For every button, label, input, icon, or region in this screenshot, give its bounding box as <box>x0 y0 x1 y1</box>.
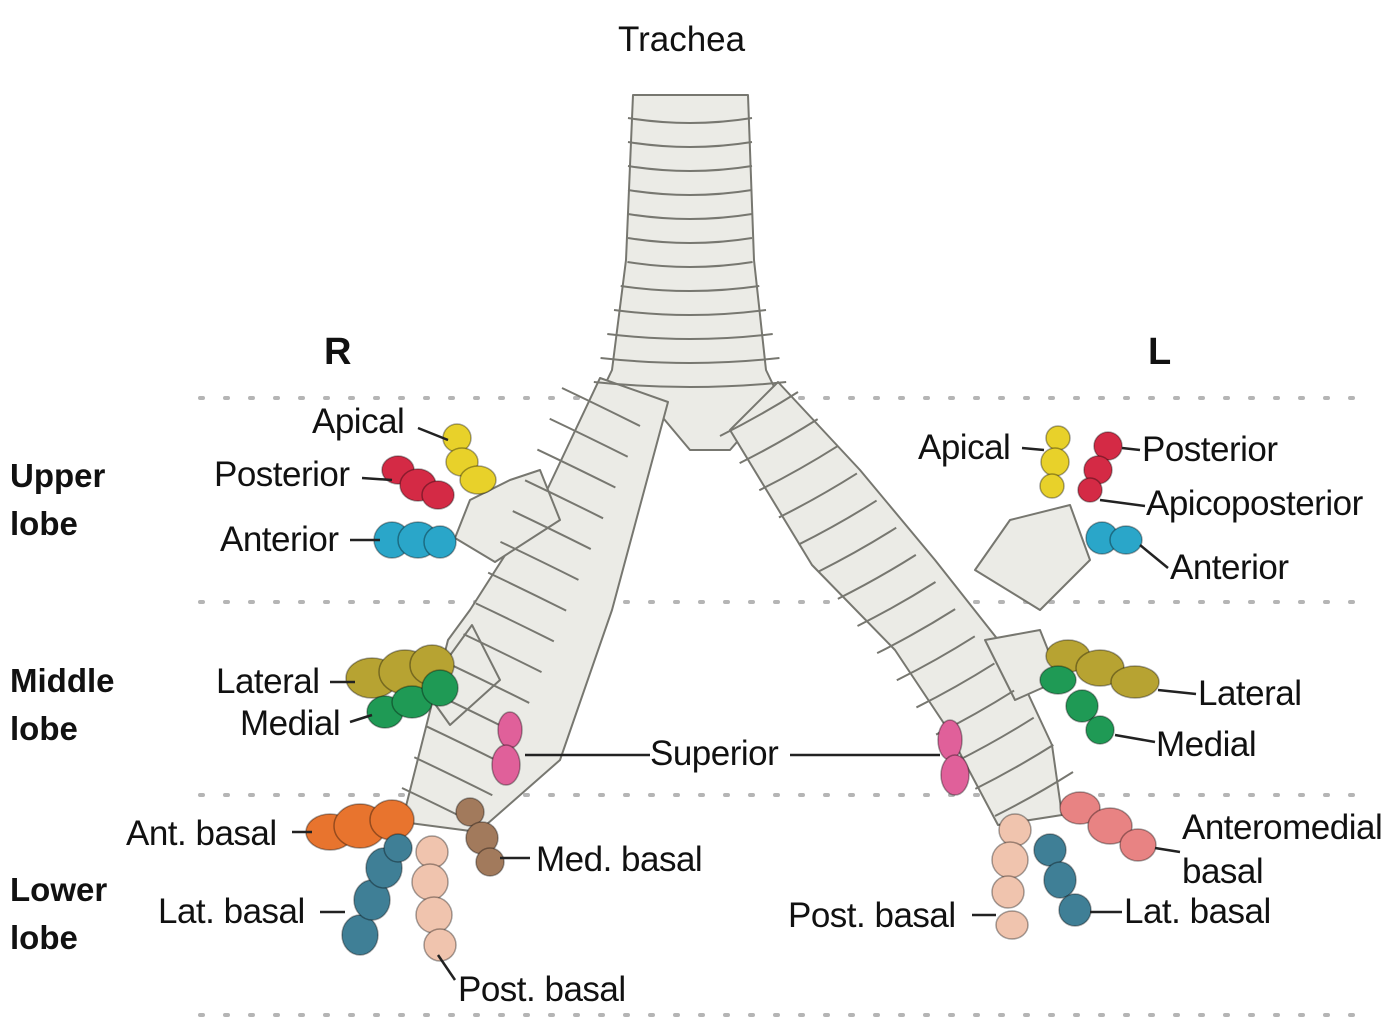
right-lat-basal-segment-part <box>342 915 378 955</box>
superior-right-segment-part <box>498 712 522 748</box>
left-apical-segment-part <box>1046 426 1070 450</box>
right-apical-segment <box>443 424 496 494</box>
left-posterior-segment <box>1078 432 1122 502</box>
left-post-basal-segment-part <box>992 842 1028 878</box>
right-lat-basal-label: Lat. basal <box>158 894 305 929</box>
left-post-basal-segment <box>992 814 1031 939</box>
left-anterior-segment-part <box>1110 526 1142 554</box>
right-anterior-label: Anterior <box>220 522 339 557</box>
left-medial-leader <box>1115 735 1155 742</box>
left-apical-label: Apical <box>918 430 1010 465</box>
left-post-basal-label: Post. basal <box>788 898 956 933</box>
left-lateral-label: Lateral <box>1198 676 1302 711</box>
superior-left-segment-part <box>938 720 962 760</box>
left-anteromedial-basal-segment-part <box>1120 829 1156 861</box>
left-medial-segment-part <box>1040 666 1076 694</box>
left-apical-segment-part <box>1040 474 1064 498</box>
right-apical-segment-part <box>460 466 496 494</box>
right-posterior-label: Posterior <box>214 457 350 492</box>
left-medial-label: Medial <box>1156 727 1256 762</box>
right-med-basal-segment-part <box>476 848 504 876</box>
left-post-basal-segment-part <box>996 911 1028 939</box>
left-apicoposterior-leader <box>1100 500 1145 506</box>
right-med-basal-label: Med. basal <box>536 842 702 877</box>
left-lateral-leader <box>1158 690 1196 694</box>
right-apical-segment-part <box>443 424 471 452</box>
left-medial-segment-part <box>1086 716 1114 744</box>
left-anteromedial-basal-leader <box>1155 848 1180 852</box>
right-lateral-label: Lateral <box>216 664 320 699</box>
left-apical-segment-part <box>1041 448 1069 476</box>
right-lat-basal-segment-part <box>384 834 412 862</box>
left-anterior-segment <box>1086 522 1142 554</box>
left-post-basal-segment-part <box>992 876 1024 908</box>
left-posterior-leader <box>1122 448 1140 450</box>
right-medial-label: Medial <box>240 706 340 741</box>
left-apical-segment <box>1040 426 1070 498</box>
right-anterior-segment <box>374 522 456 558</box>
right-anterior-segment-part <box>424 526 456 558</box>
left-apicoposterior-label: Apicoposterior <box>1146 486 1363 521</box>
right-posterior-segment-part <box>422 481 454 509</box>
left-post-basal-segment-part <box>999 814 1031 846</box>
superior-right-segment-part <box>492 745 520 785</box>
superior-label: Superior <box>650 736 778 771</box>
upper-lobe-label: Upper lobe <box>10 452 105 548</box>
left-anteromedial-basal-segment <box>1060 792 1156 861</box>
left-anterior-leader <box>1140 545 1168 568</box>
right-post-basal-label: Post. basal <box>458 972 626 1007</box>
left-upper-branch <box>975 505 1090 610</box>
right-post-basal-segment-part <box>416 897 452 933</box>
right-post-basal-segment-part <box>416 836 448 868</box>
left-anterior-label: Anterior <box>1170 550 1289 585</box>
superior-left-segment-part <box>941 755 969 795</box>
trachea-label: Trachea <box>618 22 745 57</box>
right-ant-basal-label: Ant. basal <box>126 816 277 851</box>
left-apical-leader <box>1022 448 1044 450</box>
right-post-basal-segment <box>412 836 456 961</box>
middle-lobe-label: Middle lobe <box>10 657 115 753</box>
right-post-basal-segment-part <box>412 864 448 900</box>
left-lat-basal-segment-part <box>1044 862 1076 898</box>
left-side-label: L <box>1148 333 1171 371</box>
right-posterior-segment <box>382 456 454 509</box>
right-lat-basal-segment <box>342 834 412 955</box>
left-anteromedial-basal-label: Anteromedial basal <box>1182 806 1382 894</box>
left-lateral-segment-part <box>1111 666 1159 698</box>
right-main-bronchus <box>402 378 668 832</box>
right-side-label: R <box>324 333 351 371</box>
left-posterior-label: Posterior <box>1142 432 1278 467</box>
left-lat-basal-segment-part <box>1059 894 1091 926</box>
right-apical-label: Apical <box>312 404 404 439</box>
lower-lobe-label: Lower lobe <box>10 866 107 962</box>
left-posterior-segment-part <box>1078 478 1102 502</box>
right-ant-basal-segment-part <box>370 800 414 840</box>
left-main-bronchus <box>730 382 1062 825</box>
left-lat-basal-label: Lat. basal <box>1124 894 1271 929</box>
right-medial-segment-part <box>422 670 458 706</box>
left-lat-basal-segment-part <box>1034 834 1066 866</box>
left-lat-basal-segment <box>1034 834 1091 926</box>
